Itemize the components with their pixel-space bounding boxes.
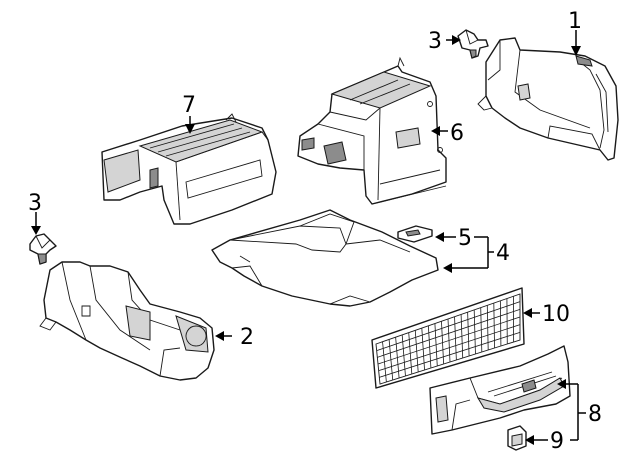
callout-9: 9	[550, 429, 564, 454]
part-10-mesh-panel	[371, 287, 525, 389]
callout-3-left: 3	[28, 191, 42, 216]
callout-labels: 1 2 3 3 4 5 6 7 8 9 10	[28, 9, 602, 454]
mesh-line-horizontal	[376, 301, 521, 352]
callout-8: 8	[588, 402, 602, 427]
callout-5: 5	[458, 226, 472, 251]
callout-7: 7	[182, 93, 196, 118]
part-7-rear-compartment-panel	[101, 113, 277, 225]
mesh-line-horizontal	[377, 316, 521, 365]
part-3-retainer-upper	[457, 29, 489, 59]
mesh-line-horizontal	[377, 308, 521, 358]
callout-4: 4	[496, 241, 510, 266]
part-8-rear-sill-trim	[429, 345, 571, 435]
callout-2: 2	[240, 325, 254, 350]
part-9-clip	[507, 425, 527, 451]
leader-lines	[31, 30, 586, 445]
callout-6: 6	[450, 121, 464, 146]
part-2-left-quarter-trim	[39, 261, 215, 381]
mesh-line-horizontal	[378, 324, 521, 372]
part-3-retainer-lower	[29, 233, 57, 265]
part-1-right-quarter-trim	[477, 37, 619, 161]
part-6-trunk-trim-cover	[297, 56, 447, 205]
part-4-trunk-floor-carpet	[211, 209, 439, 307]
callout-10: 10	[542, 302, 570, 327]
mesh-line-horizontal	[379, 331, 521, 378]
mesh-grid-lines	[376, 296, 521, 383]
part-5-carpet-retainer	[397, 225, 433, 243]
callout-3-upper: 3	[428, 29, 442, 54]
callout-1: 1	[568, 9, 582, 34]
